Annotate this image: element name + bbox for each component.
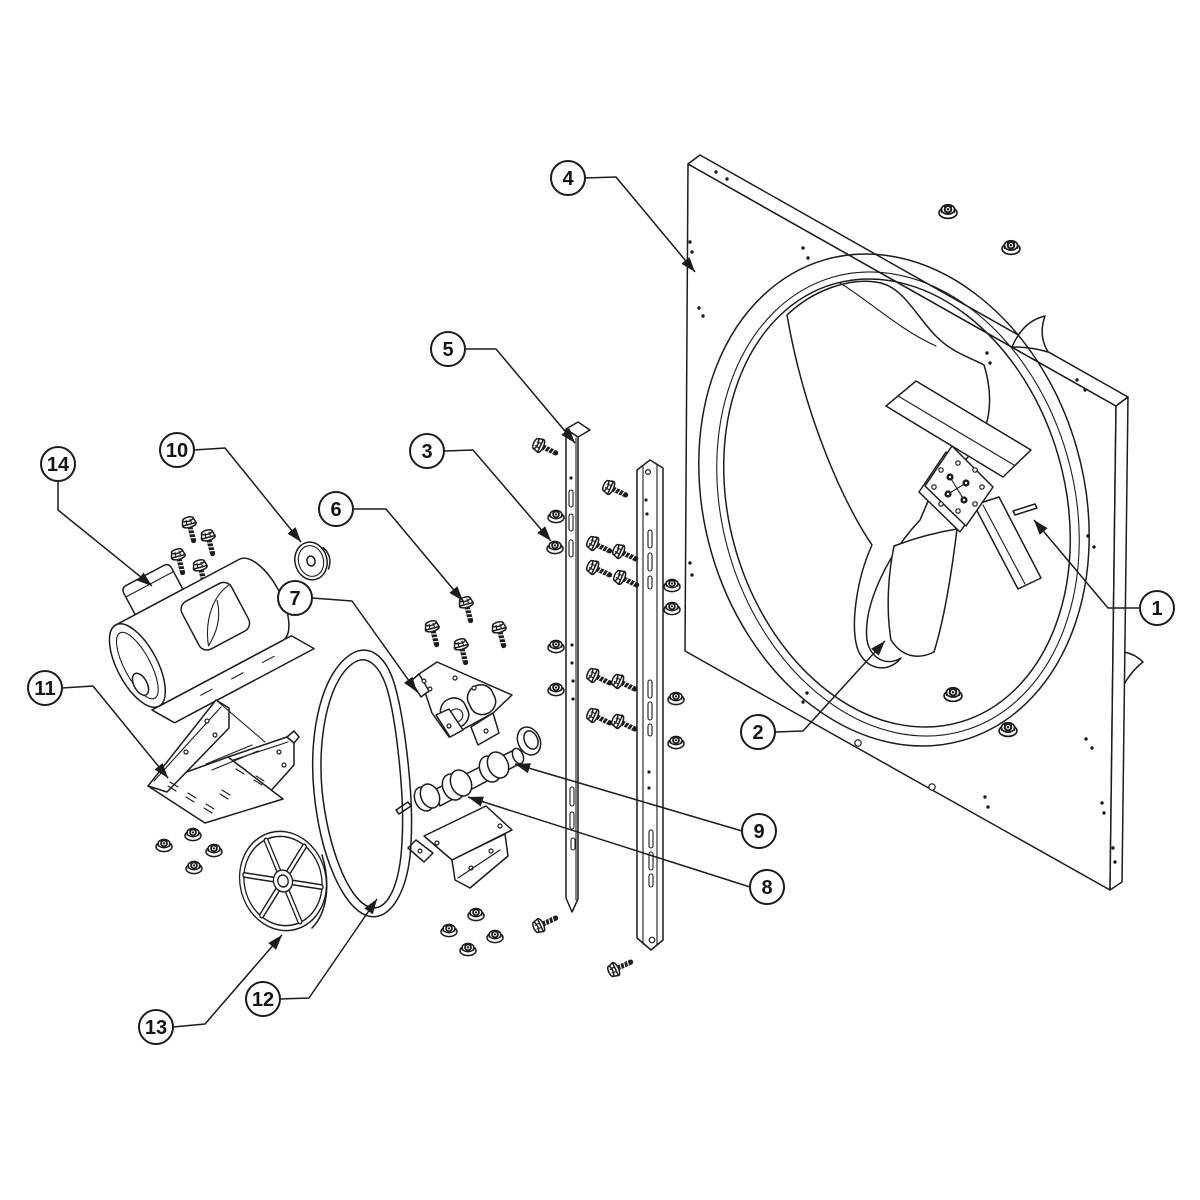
callout-2: 2: [740, 714, 776, 750]
motor-mount-bracket: [147, 699, 300, 824]
callout-circle-12: [245, 981, 281, 1017]
panel-rivet-holes: [688, 170, 1117, 864]
leader-arrowhead-14: [137, 572, 152, 586]
leader-line-7: [311, 597, 418, 693]
callout-circle-8: [749, 869, 785, 905]
motor-label-window: [180, 581, 251, 651]
motor: [108, 557, 315, 724]
callout-8: 8: [749, 869, 785, 905]
callout-3: 3: [409, 433, 445, 469]
leader-arrowhead-11: [154, 763, 168, 778]
callout-circle-6: [318, 491, 354, 527]
callout-4: 4: [550, 160, 586, 196]
leader-line-2: [774, 640, 886, 733]
leader-arrowhead-10: [287, 527, 301, 542]
mounting-rail-right: [636, 459, 664, 951]
shaft-assembly: [395, 726, 542, 815]
callout-label-4: 4: [562, 168, 574, 190]
callout-9: 9: [741, 813, 777, 849]
mounting-rail-left: [565, 421, 591, 913]
leader-line-4: [584, 176, 696, 273]
callout-label-2: 2: [752, 722, 763, 744]
leader-arrowhead-13: [268, 935, 282, 950]
callout-label-1: 1: [1151, 598, 1162, 620]
callout-circle-14: [40, 446, 76, 482]
shaft-bearing-collars: [441, 751, 510, 801]
motor-pulley: [294, 541, 331, 581]
callout-label-3: 3: [421, 441, 432, 463]
callout-label-9: 9: [753, 821, 764, 843]
leader-line-3: [443, 449, 552, 542]
v-belt: [311, 649, 413, 918]
bearing-bracket-lower: [407, 805, 513, 889]
shaft-ring: [516, 726, 542, 756]
leader-line-5: [465, 348, 576, 444]
callout-label-8: 8: [761, 877, 772, 899]
leader-arrowhead-3: [537, 526, 551, 541]
leader-line-13: [172, 934, 283, 1028]
leader-arrowhead-9: [515, 763, 531, 774]
leader-line-1: [1033, 519, 1140, 609]
leader-arrowhead-2: [871, 641, 885, 656]
motor-conduit-box: [122, 563, 184, 616]
callout-circle-4: [550, 160, 586, 196]
fan-hub: [918, 445, 994, 533]
drive-pulley: [238, 830, 328, 932]
callout-6: 6: [318, 491, 354, 527]
fan-propeller: [786, 280, 1042, 669]
shaft-key: [395, 801, 412, 815]
bracket-base-slots: [167, 764, 265, 814]
leader-arrowhead-4: [681, 257, 695, 272]
callout-circle-5: [430, 331, 466, 367]
callout-circle-3: [409, 433, 445, 469]
callout-1: 1: [1139, 590, 1175, 626]
callout-label-7: 7: [289, 588, 300, 610]
drive-key: [1012, 503, 1038, 516]
leader-arrowhead-7: [404, 676, 417, 692]
leader-line-8: [467, 796, 751, 888]
leader-line-11: [61, 685, 169, 779]
leader-arrowhead-6: [449, 586, 463, 601]
bearing-bracket-upper: [410, 661, 513, 746]
callout-circle-9: [741, 813, 777, 849]
leader-arrowhead-8: [468, 796, 484, 807]
leader-arrowhead-12: [364, 899, 377, 915]
callout-label-13: 13: [145, 1017, 167, 1039]
callout-label-12: 12: [252, 989, 274, 1011]
callout-circle-2: [740, 714, 776, 750]
callout-13: 13: [138, 1009, 174, 1045]
motor-shaft-boss: [131, 672, 150, 697]
callout-12: 12: [245, 981, 281, 1017]
leader-arrowhead-5: [561, 428, 575, 443]
leader-line-10: [193, 447, 302, 543]
leader-line-14: [57, 481, 153, 587]
callout-label-14: 14: [47, 454, 70, 476]
leader-arrowhead-1: [1034, 520, 1048, 535]
fan-blade-lower-left: [887, 528, 958, 657]
pulley-spokes: [242, 837, 324, 925]
callout-label-6: 6: [330, 499, 341, 521]
callout-label-10: 10: [166, 440, 188, 462]
callout-circle-1: [1139, 590, 1175, 626]
callout-5: 5: [430, 331, 466, 367]
callout-11: 11: [27, 670, 63, 706]
callout-label-5: 5: [442, 339, 453, 361]
callout-circle-13: [138, 1009, 174, 1045]
leader-line-6: [353, 508, 464, 602]
leader-line-9: [514, 763, 743, 832]
callout-7: 7: [277, 580, 313, 616]
venturi-ring: [698, 253, 1090, 747]
callout-label-11: 11: [34, 678, 55, 700]
callout-14: 14: [40, 446, 76, 482]
leader-line-12: [279, 898, 378, 1000]
callout-circle-7: [277, 580, 313, 616]
callout-circle-11: [27, 670, 63, 706]
callout-circle-10: [159, 432, 195, 468]
callout-10: 10: [159, 432, 195, 468]
